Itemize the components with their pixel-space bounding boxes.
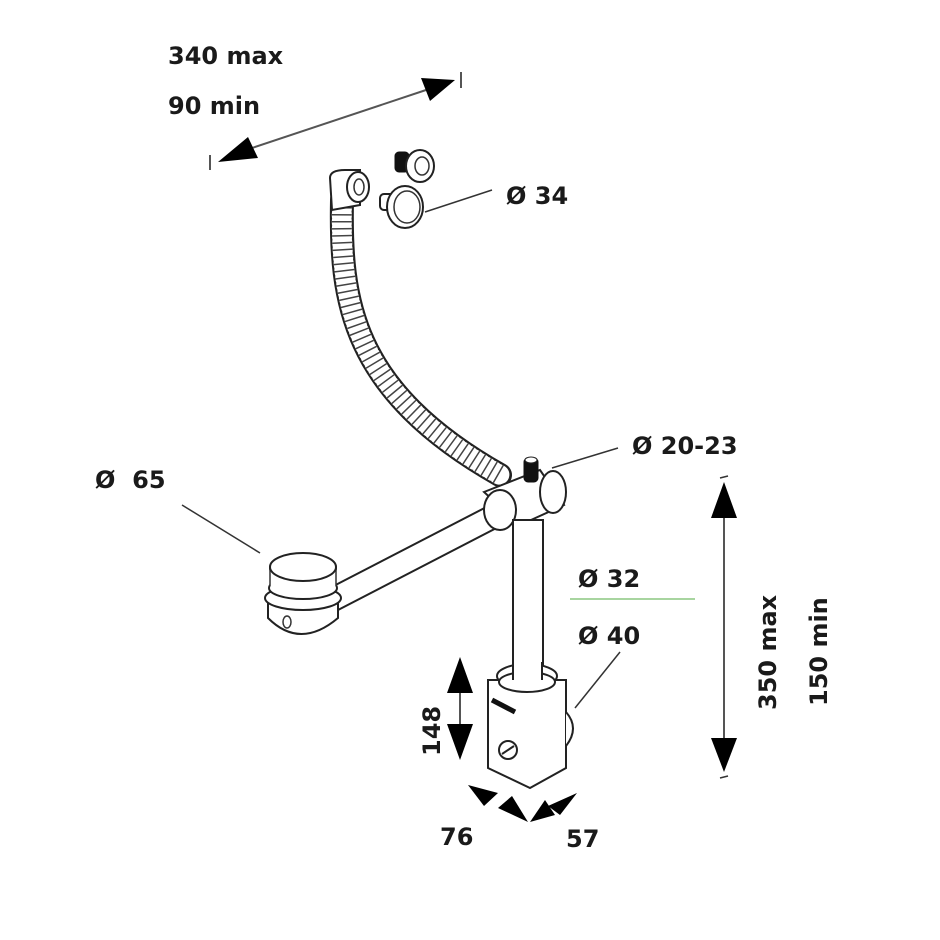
trap-slot bbox=[490, 697, 517, 715]
arrow-up-icon bbox=[711, 482, 737, 518]
horizontal-pipe bbox=[320, 498, 514, 612]
leader-trap-outlet bbox=[574, 651, 621, 709]
label-trap-depth: 76 bbox=[440, 823, 473, 851]
label-trap-height: 148 bbox=[418, 706, 446, 756]
corrugated-hose bbox=[329, 188, 512, 487]
leader-waste-plug bbox=[181, 504, 261, 554]
trap-body bbox=[487, 662, 574, 790]
height-dimension bbox=[711, 475, 737, 779]
label-height-max: 350 max bbox=[754, 594, 782, 710]
waste-plug bbox=[264, 552, 342, 635]
arrow-down-small-icon bbox=[447, 724, 473, 760]
trap-height-dimension bbox=[447, 657, 473, 760]
label-waste-plug: Ø 65 bbox=[95, 466, 166, 494]
arrow-left-icon bbox=[218, 137, 258, 162]
label-overflow-cap: Ø 34 bbox=[506, 182, 568, 210]
leader-overflow-cap bbox=[424, 189, 493, 213]
label-hose-max: 340 max bbox=[168, 42, 284, 70]
overflow-elbow bbox=[328, 169, 370, 212]
label-valve: Ø 20-23 bbox=[632, 432, 738, 460]
label-hose-min: 90 min bbox=[168, 92, 260, 120]
label-trap-width: 57 bbox=[566, 825, 599, 853]
leader-valve bbox=[551, 447, 619, 469]
cap-lower bbox=[386, 185, 424, 229]
trap-base-dimensions bbox=[468, 785, 577, 822]
cap-upper bbox=[405, 149, 435, 183]
trap-outlet bbox=[565, 711, 574, 747]
hose-length-dimension bbox=[209, 72, 462, 170]
arrow-76-left-icon bbox=[468, 785, 498, 806]
tee-connector bbox=[482, 456, 567, 531]
label-pipe-diameter: Ø 32 bbox=[578, 565, 640, 593]
arrow-76-right-icon bbox=[498, 796, 528, 822]
vertical-pipe bbox=[512, 519, 544, 676]
arrow-57-right-icon bbox=[548, 793, 577, 815]
label-height-min: 150 min bbox=[805, 597, 833, 706]
arrow-57-left-icon bbox=[530, 800, 555, 822]
arrow-up-small-icon bbox=[447, 657, 473, 693]
arrow-right-icon bbox=[421, 78, 455, 101]
dim-line bbox=[239, 87, 433, 153]
arrow-down-icon bbox=[711, 738, 737, 772]
overflow-cap-parts bbox=[379, 149, 435, 229]
label-trap-outlet: Ø 40 bbox=[578, 622, 640, 650]
